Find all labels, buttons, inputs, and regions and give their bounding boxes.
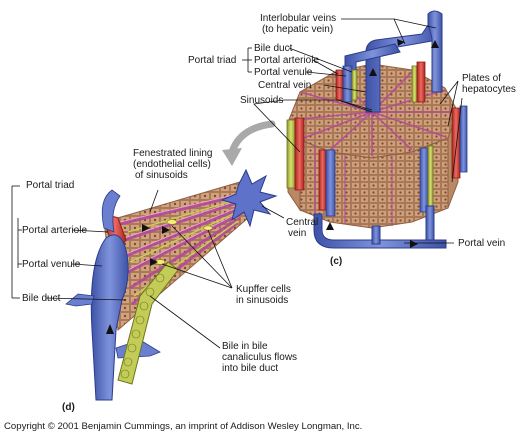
label-bile-duct-d: Bile duct <box>22 293 61 304</box>
portal-venule-d <box>90 234 129 401</box>
sinusoids-d <box>119 192 247 306</box>
label-panel-c: (c) <box>330 256 343 267</box>
label-to-hepatic-vein: (to hepatic vein) <box>262 24 334 35</box>
label-kupffer-1: Kupffer cells <box>236 284 291 295</box>
central-vein-d <box>220 168 278 228</box>
label-hepatocytes: hepatocytes <box>462 84 516 95</box>
flow-arrows-d <box>106 224 170 334</box>
label-central-vein-c: Central vein <box>258 80 312 91</box>
label-bile-flow-1: Bile in bile <box>222 341 268 352</box>
label-central-vein-d-1: Central <box>286 217 319 228</box>
label-central-vein-d-2: vein <box>288 228 307 239</box>
label-portal-arteriole-d: Portal arteriole <box>22 225 88 236</box>
zoom-arrowhead <box>222 148 242 166</box>
venule-branch-left <box>65 293 95 307</box>
label-plates-of: Plates of <box>462 73 501 84</box>
kupffer-cells <box>154 219 213 265</box>
label-bile-duct-c: Bile duct <box>254 43 293 54</box>
label-sinusoids: Sinusoids <box>240 95 284 106</box>
label-fenestrated-3: of sinusoids <box>135 170 188 181</box>
lobule-block-c <box>286 10 468 249</box>
portal-triad-columns <box>286 61 468 217</box>
label-panel-d: (d) <box>62 402 75 413</box>
label-fenestrated-1: Fenestrated lining <box>133 148 213 159</box>
zoom-arrow <box>228 120 276 156</box>
label-portal-arteriole-c: Portal arteriole <box>254 55 320 66</box>
flow-arrows-c <box>369 39 439 76</box>
label-portal-vein: Portal vein <box>458 238 506 249</box>
copyright-notice: Copyright © 2001 Benjamin Cummings, an i… <box>4 421 363 432</box>
portal-vein-c <box>313 205 447 249</box>
venule-branch-top <box>101 189 121 233</box>
label-portal-venule-d: Portal venule <box>22 259 81 270</box>
leader-lines <box>11 18 463 349</box>
label-portal-venule-c: Portal venule <box>254 67 313 78</box>
label-kupffer-2: in sinusoids <box>236 295 289 306</box>
label-portal-triad-d: Portal triad <box>26 180 75 191</box>
label-bile-flow-3: into bile duct <box>222 363 279 374</box>
label-fenestrated-2: (endothelial cells) <box>133 159 211 170</box>
interlobular-vein-top <box>427 10 443 93</box>
label-bile-flow-2: canaliculus flows <box>222 352 298 363</box>
bile-duct-d <box>117 261 179 385</box>
label-portal-triad-c: Portal triad <box>188 55 237 66</box>
wedge-detail-d <box>65 168 278 401</box>
label-interlobular-veins: Interlobular veins <box>260 13 337 24</box>
